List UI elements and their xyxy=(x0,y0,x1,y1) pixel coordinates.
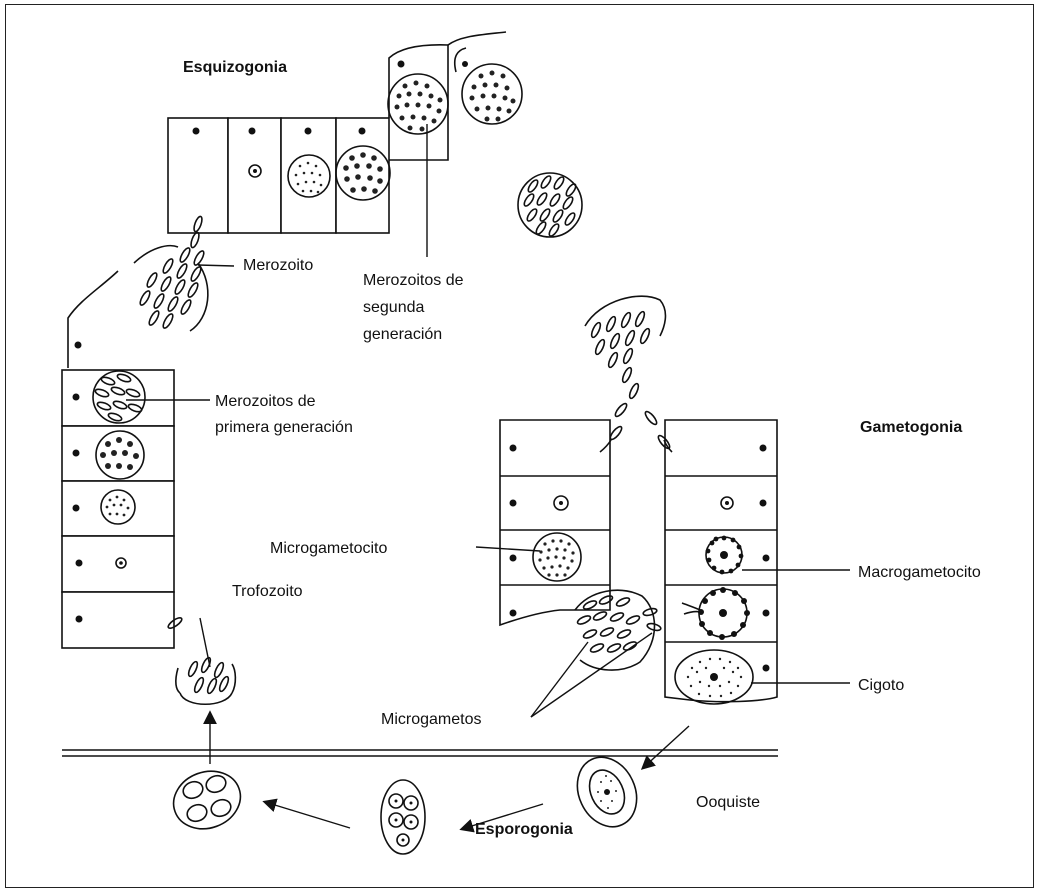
gametogonia-merozoites xyxy=(585,296,672,452)
intestinal-lumen-boundary xyxy=(62,750,778,756)
label-merozoitos-segunda-line3: generación xyxy=(363,326,442,343)
raised-cell-second-generation xyxy=(388,32,522,160)
label-cigoto: Cigoto xyxy=(858,677,904,694)
label-merozoitos-primera-line2: primera generación xyxy=(215,419,353,436)
label-merozoitos-primera-line1: Merozoitos de xyxy=(215,393,316,410)
gametogonia-left-column xyxy=(500,420,610,625)
gametogonia-right-column xyxy=(665,420,777,704)
free-merozoite-cluster xyxy=(518,173,582,237)
title-gametogonia: Gametogonia xyxy=(860,419,962,436)
label-trofozoito: Trofozoito xyxy=(232,583,303,600)
left-epithelium xyxy=(62,370,174,648)
oocyst-sporulated xyxy=(165,762,248,838)
label-merozoitos-segunda-line1: Merozoitos de xyxy=(363,272,464,289)
top-epithelium xyxy=(168,118,390,233)
label-microgametos: Microgametos xyxy=(381,711,481,728)
oocyst-unsporulated xyxy=(566,748,647,837)
trofozoito-entry xyxy=(167,616,236,704)
label-microgametocito: Microgametocito xyxy=(270,540,387,557)
microgametos-cluster xyxy=(575,590,662,670)
arrow-zygote-to-oocyst xyxy=(643,726,689,768)
label-merozoitos-segunda-line2: segunda xyxy=(363,299,424,316)
label-macrogametocito: Macrogametocito xyxy=(858,564,981,581)
arrow-sporulating-to-sporulated xyxy=(265,802,350,828)
title-esporogonia: Esporogonia xyxy=(475,821,573,838)
cycle-arrows xyxy=(210,713,689,829)
released-merozoites xyxy=(68,215,208,368)
oocyst-sporulating xyxy=(381,780,425,854)
title-esquizogonia: Esquizogonia xyxy=(183,59,287,76)
label-ooquiste: Ooquiste xyxy=(696,794,760,811)
label-merozoito: Merozoito xyxy=(243,257,313,274)
